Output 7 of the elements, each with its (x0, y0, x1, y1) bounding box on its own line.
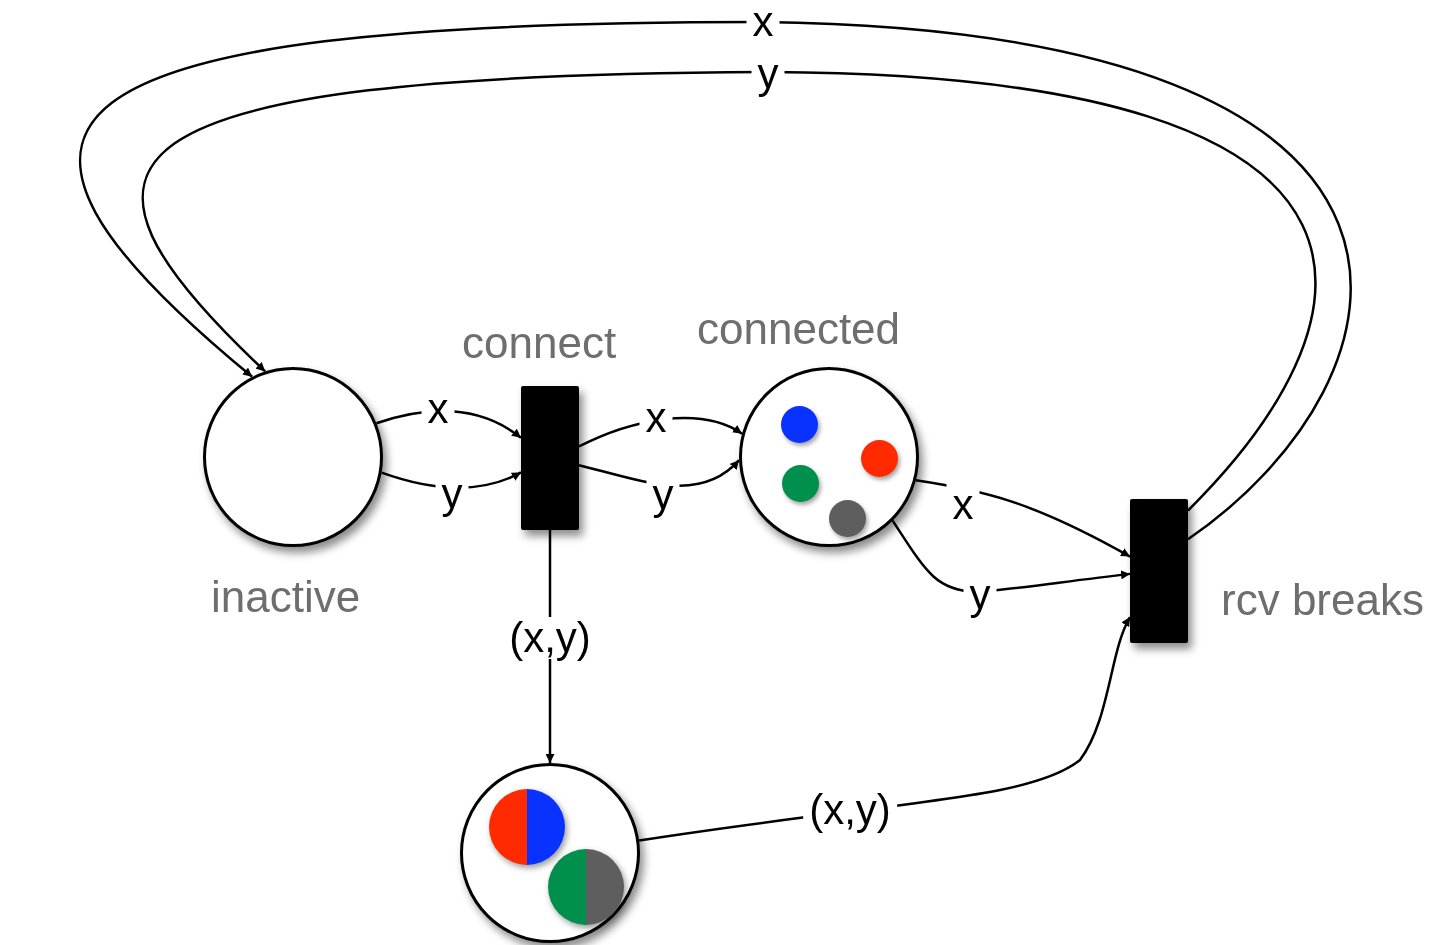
transition-name: rcv breaks (1221, 578, 1424, 622)
arc-arrow (80, 20, 1352, 541)
transition-name: connect (462, 321, 617, 365)
arc-arrow (143, 70, 1316, 512)
place-name: connected (697, 307, 901, 351)
place-name: inactive (211, 575, 361, 619)
arc-arrow (891, 519, 1131, 594)
